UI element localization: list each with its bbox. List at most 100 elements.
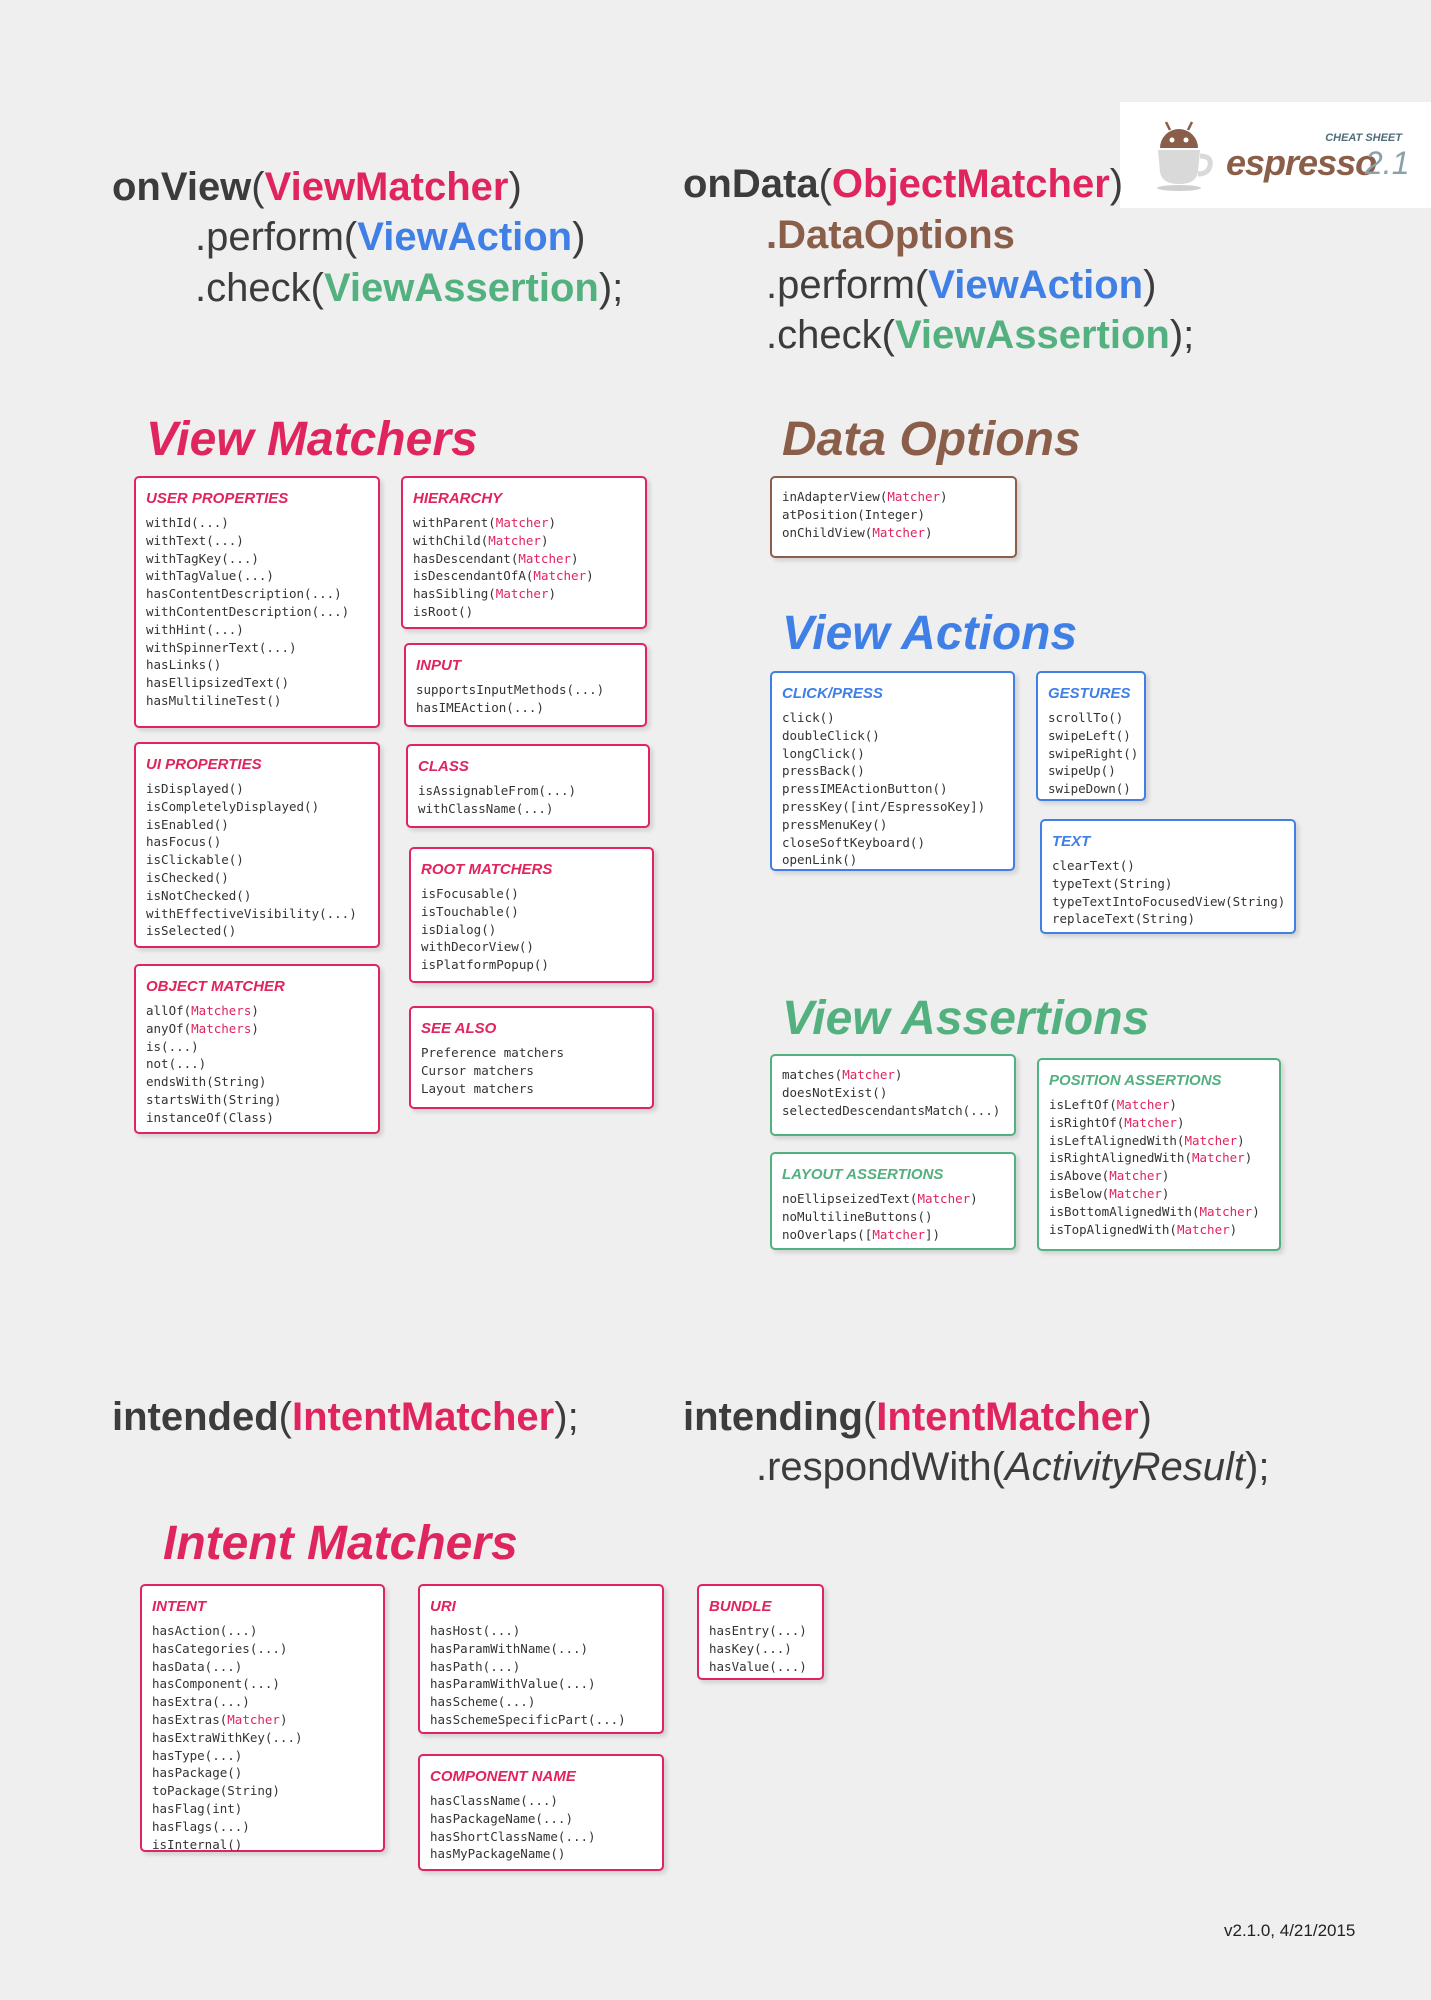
- card-title: SEE ALSO: [421, 1020, 497, 1037]
- espresso-logo: CHEAT SHEET espresso 2.1: [1120, 102, 1431, 208]
- logo-version: 2.1: [1365, 145, 1410, 181]
- card-item: instanceOf(Class): [146, 1109, 274, 1125]
- card-item: hasPath(...): [430, 1658, 521, 1674]
- card-item: isDescendantOfA(Matcher): [413, 568, 594, 584]
- card-item: hasType(...): [152, 1747, 243, 1763]
- card-item: withTagKey(...): [146, 550, 259, 566]
- card-item: atPosition(Integer): [782, 506, 925, 522]
- logo-label: CHEAT SHEET: [1325, 132, 1402, 144]
- card-title: HIERARCHY: [413, 490, 503, 507]
- card-item: hasFlags(...): [152, 1818, 250, 1834]
- card-item: withText(...): [146, 532, 244, 548]
- view-assertions-title: View Assertions: [782, 992, 1150, 1045]
- card-item: isEnabled(): [146, 816, 229, 832]
- onview-line: onView(ViewMatcher): [112, 165, 522, 209]
- card-item: matches(Matcher): [782, 1067, 903, 1082]
- ondata-perform: .perform(: [766, 263, 929, 307]
- ondata-line: onData(ObjectMatcher): [683, 162, 1124, 206]
- card-item: isFocusable(): [421, 886, 519, 901]
- card-item: isTouchable(): [421, 903, 519, 919]
- card-item: isLeftAlignedWith(Matcher): [1049, 1132, 1245, 1148]
- card-item: hasHost(...): [430, 1623, 521, 1638]
- version-footer: v2.1.0, 4/21/2015: [1224, 1921, 1356, 1940]
- card-item: hasLinks(): [146, 657, 222, 673]
- ondata-check-arg: ViewAssertion: [894, 313, 1170, 357]
- onview-perform-line: .perform(ViewAction): [195, 215, 586, 259]
- card-item: isRoot(): [413, 603, 474, 619]
- card-item: doesNotExist(): [782, 1084, 888, 1100]
- onview-arg: ViewMatcher: [264, 165, 509, 209]
- card-item: allOf(Matchers): [146, 1003, 259, 1018]
- card-item: withClassName(...): [418, 800, 554, 816]
- card-layout-assertions: LAYOUT ASSERTIONS noEllipseizedText(Match…: [770, 1152, 1016, 1250]
- intended-line: intended(IntentMatcher);: [112, 1395, 579, 1439]
- ondata-perform-arg: ViewAction: [928, 263, 1144, 307]
- card-title: LAYOUT ASSERTIONS: [782, 1166, 944, 1183]
- card-item: onChildView(Matcher): [782, 524, 933, 540]
- card-item: scrollTo(): [1048, 710, 1124, 725]
- card-item: isLeftOf(Matcher): [1049, 1097, 1177, 1112]
- card-title: USER PROPERTIES: [146, 490, 289, 507]
- intended-arg: IntentMatcher: [292, 1395, 555, 1439]
- card-item: pressIMEActionButton(): [782, 781, 948, 797]
- ondata-perform-line: .perform(ViewAction): [766, 263, 1157, 307]
- card-item: endsWith(String): [146, 1074, 267, 1090]
- card-item: swipeLeft(): [1048, 727, 1131, 743]
- card-item: isTopAlignedWith(Matcher): [1049, 1221, 1238, 1237]
- card-item: replaceText(String): [1052, 911, 1195, 927]
- card-item: hasClassName(...): [430, 1793, 558, 1808]
- card-item: hasMyPackageName(): [430, 1846, 566, 1862]
- card-item: withEffectiveVisibility(...): [146, 905, 357, 921]
- card-item: hasData(...): [152, 1658, 243, 1674]
- card-item: withSpinnerText(...): [146, 639, 297, 655]
- card-item: startsWith(String): [146, 1091, 282, 1107]
- card-item: hasExtraWithKey(...): [152, 1729, 303, 1745]
- data-options-title: Data Options: [782, 413, 1081, 466]
- card-item: closeSoftKeyboard(): [782, 834, 925, 850]
- card-item: hasKey(...): [709, 1640, 792, 1656]
- card-item: is(...): [146, 1038, 199, 1054]
- onview-check-line: .check(ViewAssertion);: [195, 266, 624, 310]
- onview-fn: onView: [112, 165, 252, 209]
- intending-respond-arg: ActivityResult: [1004, 1445, 1246, 1489]
- card-item: typeText(String): [1052, 875, 1173, 891]
- card-item: isPlatformPopup(): [421, 957, 549, 973]
- card-item: swipeDown(): [1048, 781, 1131, 797]
- ondata-options: .DataOptions: [766, 213, 1015, 257]
- ondata-check-line: .check(ViewAssertion);: [766, 313, 1195, 357]
- card-item: doubleClick(): [782, 727, 880, 743]
- card-item: isNotChecked(): [146, 887, 252, 903]
- card-item: hasMultilineTest(): [146, 692, 282, 708]
- card-item: isClickable(): [146, 852, 244, 868]
- card-item: hasPackage(): [152, 1765, 243, 1781]
- card-item: Preference matchers: [421, 1045, 564, 1060]
- card-item: hasFocus(): [146, 834, 222, 850]
- intending-line: intending(IntentMatcher): [683, 1395, 1152, 1439]
- card-item: noEllipseizedText(Matcher): [782, 1191, 978, 1206]
- card-item: hasFlag(int): [152, 1800, 243, 1816]
- card-title: INPUT: [416, 657, 461, 674]
- card-item: isBottomAlignedWith(Matcher): [1049, 1203, 1260, 1219]
- card-item: inAdapterView(Matcher): [782, 489, 948, 504]
- card-item: withParent(Matcher): [413, 515, 557, 530]
- card-item: isAssignableFrom(...): [418, 783, 577, 798]
- card-item: hasDescendant(Matcher): [413, 550, 579, 566]
- card-item: longClick(): [782, 745, 865, 761]
- intent-matchers-title: Intent Matchers: [163, 1517, 518, 1570]
- card-item: isBelow(Matcher): [1049, 1185, 1170, 1201]
- intending-respond: .respondWith(: [756, 1445, 1005, 1489]
- card-item: withContentDescription(...): [146, 603, 350, 619]
- ondata-arg: ObjectMatcher: [831, 162, 1110, 206]
- intended-fn: intended: [112, 1395, 279, 1439]
- card-item: hasExtras(Matcher): [152, 1711, 288, 1727]
- card-user-properties: USER PROPERTIES withId(...) withText(...) w…: [134, 476, 380, 728]
- card-item: withId(...): [146, 515, 229, 530]
- card-assertions: matches(Matcher)doesNotExist()selectedDe…: [770, 1054, 1016, 1136]
- card-item: swipeUp(): [1048, 763, 1116, 779]
